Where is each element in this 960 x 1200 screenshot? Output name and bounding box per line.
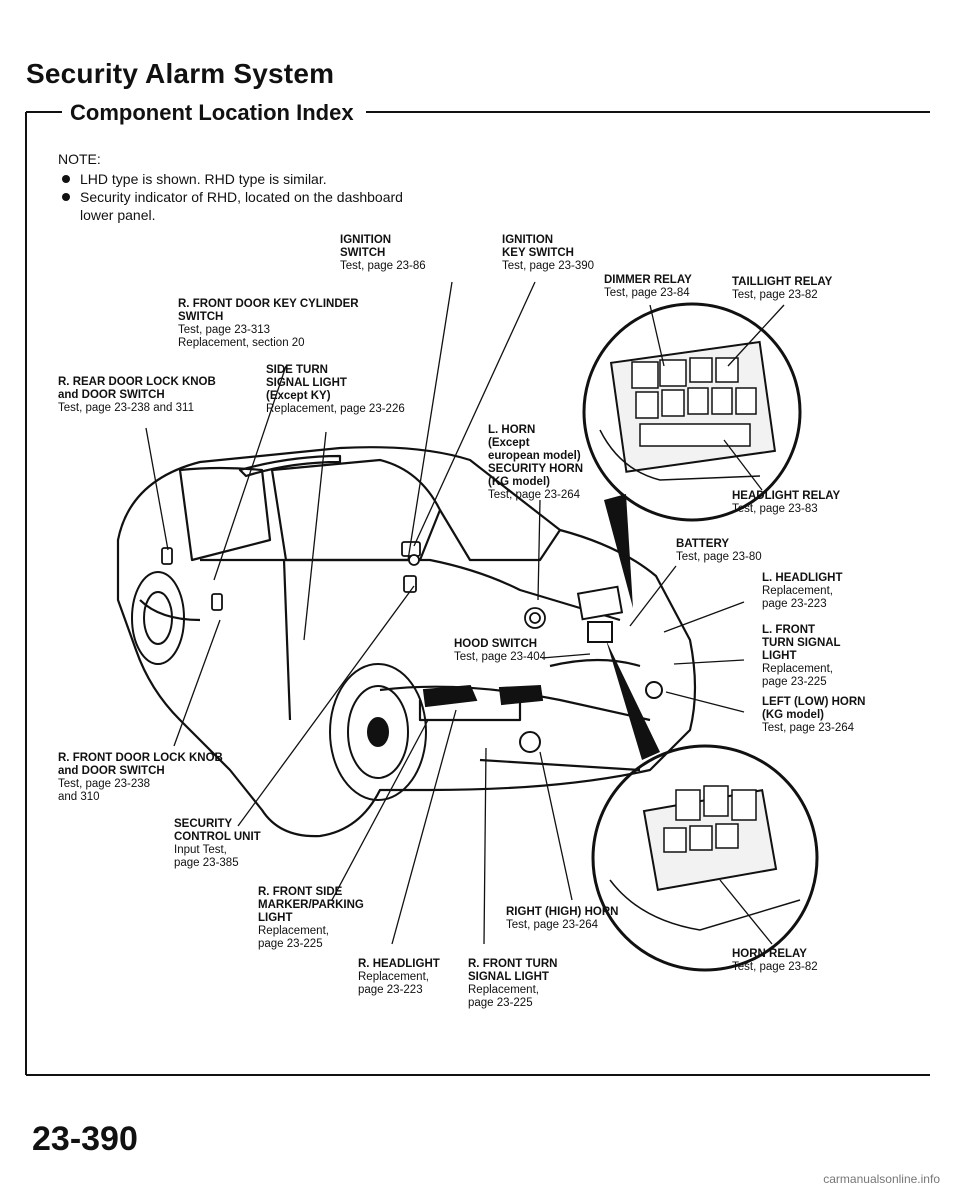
label-detail: Test, page 23-264 xyxy=(488,489,581,501)
label-detail: Test, page 23-83 xyxy=(732,503,818,515)
label-title: R. FRONT TURN SIGNAL LIGHT xyxy=(468,958,558,983)
label-side-turn-signal: SIDE TURN SIGNAL LIGHT (Except KY) Repla… xyxy=(266,364,405,416)
label-title: L. FRONT TURN SIGNAL LIGHT xyxy=(762,624,841,662)
label-detail: Replacement, page 23-226 xyxy=(266,403,405,415)
label-detail: Test, page 23-404 xyxy=(454,651,547,663)
label-detail: Test, page 23-84 xyxy=(604,287,690,299)
inset-pointer-lower xyxy=(606,640,660,760)
label-detail: Test, page 23-86 xyxy=(340,260,426,272)
label-dimmer-relay: DIMMER RELAY Test, page 23-84 xyxy=(604,274,692,300)
label-title: IGNITION SWITCH xyxy=(340,234,392,259)
label-title: R. REAR DOOR LOCK KNOB and DOOR SWITCH xyxy=(58,376,216,401)
label-detail: Replacement, page 23-223 xyxy=(358,971,429,996)
label-title: L. HEADLIGHT xyxy=(762,572,843,584)
component-markers xyxy=(161,541,546,629)
label-l-headlight: L. HEADLIGHT Replacement, page 23-223 xyxy=(762,572,843,611)
label-headlight-relay: HEADLIGHT RELAY Test, page 23-83 xyxy=(732,490,840,516)
watermark: carmanualsonline.info xyxy=(823,1172,940,1186)
relay-box-inset-upper xyxy=(582,302,802,522)
note-block: NOTE: LHD type is shown. RHD type is sim… xyxy=(58,150,403,224)
label-detail: Test, page 23-264 xyxy=(762,722,855,734)
label-title: HEADLIGHT RELAY xyxy=(732,490,841,502)
note-item: Security indicator of RHD, located on th… xyxy=(62,189,403,205)
label-detail: Replacement, page 23-225 xyxy=(762,663,833,688)
label-detail: Test, page 23-390 xyxy=(502,260,595,272)
label-security-control-unit: SECURITY CONTROL UNIT Input Test, page 2… xyxy=(174,818,261,870)
label-title: DIMMER RELAY xyxy=(604,274,692,286)
label-detail: Input Test, page 23-385 xyxy=(174,844,239,869)
car-outline xyxy=(116,446,697,838)
label-title: BATTERY xyxy=(676,538,730,550)
label-title: RIGHT (HIGH) HORN xyxy=(506,906,619,918)
label-title: IGNITION KEY SWITCH xyxy=(502,234,574,259)
label-detail: Test, page 23-313 Replacement, section 2… xyxy=(178,324,305,349)
label-r-headlight: R. HEADLIGHT Replacement, page 23-223 xyxy=(358,958,440,997)
label-title: L. HORN (Except european model) SECURITY… xyxy=(488,424,583,488)
label-detail: Replacement, page 23-223 xyxy=(762,585,833,610)
label-title: HORN RELAY xyxy=(732,948,807,960)
label-r-rear-door-lock: R. REAR DOOR LOCK KNOB and DOOR SWITCH T… xyxy=(58,376,216,415)
label-detail: Test, page 23-238 and 310 xyxy=(58,778,151,803)
note-list: LHD type is shown. RHD type is similar. … xyxy=(58,170,403,206)
label-right-high-horn: RIGHT (HIGH) HORN Test, page 23-264 xyxy=(506,906,618,932)
label-detail: Replacement, page 23-225 xyxy=(258,925,329,950)
note-item-continuation: lower panel. xyxy=(80,207,156,223)
label-left-low-horn: LEFT (LOW) HORN (KG model) Test, page 23… xyxy=(762,696,865,735)
label-battery: BATTERY Test, page 23-80 xyxy=(676,538,762,564)
label-taillight-relay: TAILLIGHT RELAY Test, page 23-82 xyxy=(732,276,832,302)
label-title: HOOD SWITCH xyxy=(454,638,538,650)
label-title: LEFT (LOW) HORN (KG model) xyxy=(762,696,866,721)
label-title: R. FRONT DOOR KEY CYLINDER SWITCH xyxy=(178,298,359,323)
label-title: R. FRONT DOOR LOCK KNOB and DOOR SWITCH xyxy=(58,752,223,777)
page-title: Security Alarm System xyxy=(26,58,335,89)
label-title: SIDE TURN SIGNAL LIGHT (Except KY) xyxy=(266,364,347,402)
label-detail: Test, page 23-238 and 311 xyxy=(58,402,194,414)
page-number: 23-390 xyxy=(32,1120,138,1158)
label-ignition-key-switch: IGNITION KEY SWITCH Test, page 23-390 xyxy=(502,234,594,273)
label-title: SECURITY CONTROL UNIT xyxy=(174,818,261,843)
label-detail: Replacement, page 23-225 xyxy=(468,984,539,1009)
relay-box-inset-lower xyxy=(591,744,819,972)
label-detail: Test, page 23-264 xyxy=(506,919,599,931)
label-detail: Test, page 23-82 xyxy=(732,289,818,301)
label-ignition-switch: IGNITION SWITCH Test, page 23-86 xyxy=(340,234,426,273)
label-r-front-side-marker: R. FRONT SIDE MARKER/PARKING LIGHT Repla… xyxy=(258,886,364,951)
label-l-horn: L. HORN (Except european model) SECURITY… xyxy=(488,424,583,502)
label-title: R. FRONT SIDE MARKER/PARKING LIGHT xyxy=(258,886,364,924)
label-l-front-turn-signal: L. FRONT TURN SIGNAL LIGHT Replacement, … xyxy=(762,624,841,689)
label-detail: Test, page 23-80 xyxy=(676,551,762,563)
note-heading: NOTE: xyxy=(58,151,101,167)
label-r-front-door-key-cylinder: R. FRONT DOOR KEY CYLINDER SWITCH Test, … xyxy=(178,298,359,350)
label-hood-switch: HOOD SWITCH Test, page 23-404 xyxy=(454,638,546,664)
label-title: TAILLIGHT RELAY xyxy=(732,276,833,288)
section-title: Component Location Index xyxy=(70,100,354,125)
label-detail: Test, page 23-82 xyxy=(732,961,818,973)
note-item: LHD type is shown. RHD type is similar. xyxy=(62,170,403,188)
leader-lines xyxy=(145,281,785,945)
label-horn-relay: HORN RELAY Test, page 23-82 xyxy=(732,948,818,974)
label-r-front-turn-signal: R. FRONT TURN SIGNAL LIGHT Replacement, … xyxy=(468,958,557,1010)
front-lights xyxy=(422,585,663,753)
label-title: R. HEADLIGHT xyxy=(358,958,440,970)
front-wheel xyxy=(329,663,427,801)
rear-wheel xyxy=(131,571,185,665)
label-r-front-door-lock: R. FRONT DOOR LOCK KNOB and DOOR SWITCH … xyxy=(58,752,223,804)
